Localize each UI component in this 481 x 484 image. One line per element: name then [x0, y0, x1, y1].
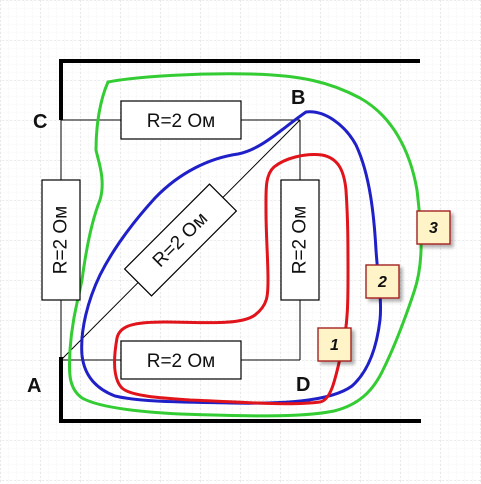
resistor-right-label: R=2 Ом — [290, 206, 311, 275]
terminal-wires — [59, 59, 421, 423]
loop-1-badge-label: 1 — [330, 337, 339, 354]
node-c-label: C — [33, 111, 47, 133]
loop-3-badge-label: 3 — [429, 220, 438, 237]
node-d-label: D — [296, 374, 310, 396]
node-a-label: A — [27, 375, 41, 397]
node-b-label: B — [291, 87, 305, 109]
loop-1-path — [113, 153, 350, 406]
loop-2-badge-label: 2 — [377, 274, 387, 291]
loop-3-badge: 3 — [416, 210, 451, 245]
loop-2-badge: 2 — [365, 264, 400, 299]
resistor-right: R=2 Ом — [280, 179, 320, 301]
resistor-top: R=2 Ом — [120, 100, 242, 140]
loop-1-badge: 1 — [317, 327, 352, 362]
resistor-left-label: R=2 Ом — [51, 206, 72, 275]
resistor-top-label: R=2 Ом — [147, 111, 216, 132]
resistor-bottom: R=2 Ом — [120, 340, 242, 380]
resistor-bottom-label: R=2 Ом — [147, 351, 216, 372]
circuit-wires — [60, 119, 301, 361]
loop-2-path — [80, 110, 383, 405]
resistor-left: R=2 Ом — [41, 179, 81, 301]
loop-3-path — [67, 72, 423, 418]
